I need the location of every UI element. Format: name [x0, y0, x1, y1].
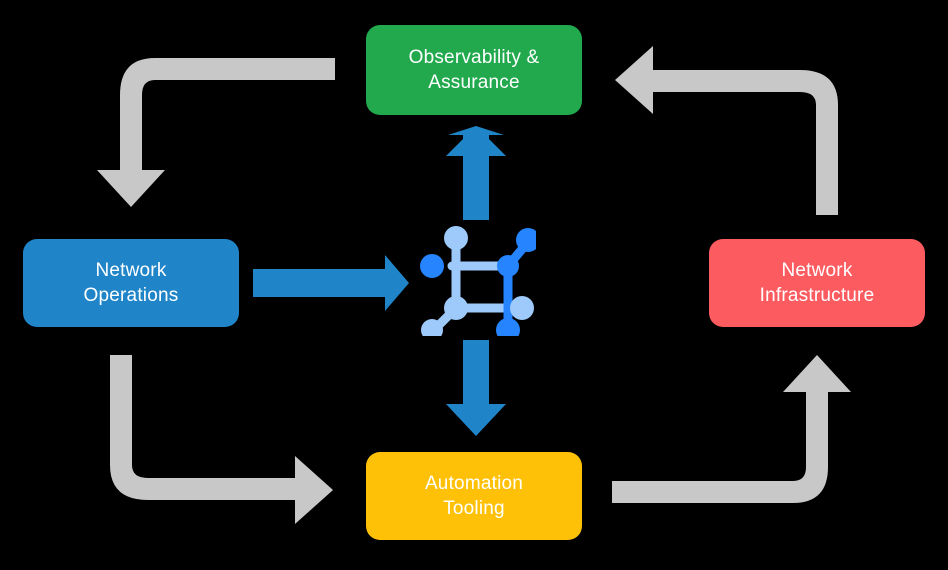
node-automation-tooling[interactable]: Automation Tooling: [366, 452, 582, 540]
node-infrastructure-label: Network Infrastructure: [759, 259, 875, 306]
node-observability-assurance[interactable]: Observability & Assurance: [366, 25, 582, 115]
node-operations-label: Network Operations: [83, 259, 179, 306]
network-topology-icon: [420, 226, 536, 336]
connector-center-to-automation: [446, 340, 506, 436]
connector-observability-to-operations: [97, 58, 335, 207]
connector-automation-to-infrastructure: [612, 355, 851, 503]
node-network-infrastructure[interactable]: Network Infrastructure: [709, 239, 925, 327]
node-network-operations[interactable]: Network Operations: [23, 239, 239, 327]
connector-center-to-observability: [446, 126, 506, 220]
connector-operations-to-center: [253, 255, 409, 311]
connector-infrastructure-to-observability: [615, 46, 838, 215]
node-automation-label: Automation Tooling: [424, 472, 524, 519]
connector-operations-to-automation: [110, 355, 333, 524]
node-observability-label: Observability & Assurance: [408, 46, 540, 93]
